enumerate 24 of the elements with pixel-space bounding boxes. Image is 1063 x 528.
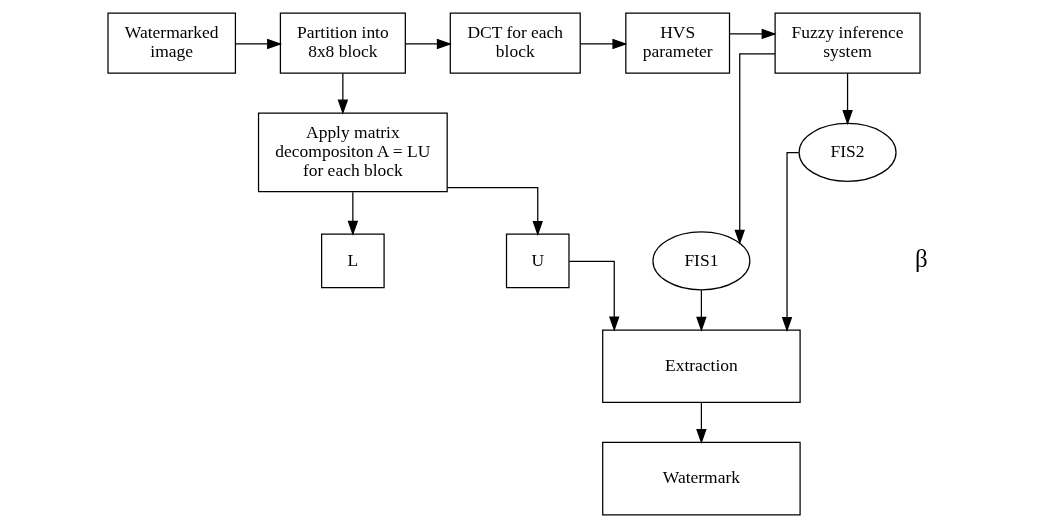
node-box: HVS parameter (625, 12, 731, 74)
arrow (446, 186, 543, 236)
arrow (234, 38, 283, 50)
arrow (347, 191, 359, 236)
node-box: U (505, 233, 570, 289)
arrow (404, 38, 452, 50)
arrow (728, 28, 777, 40)
arrow (579, 38, 628, 50)
node-box: Extraction (602, 329, 801, 404)
node-ellipse: FIS2 (798, 122, 897, 182)
arrow (842, 72, 853, 126)
node-box: Fuzzy inference system (774, 12, 921, 74)
node-box: DCT for each block (449, 12, 581, 74)
arrow (696, 402, 707, 445)
arrow (696, 289, 707, 332)
arrow (734, 53, 776, 245)
node-box: Watermarked image (107, 12, 237, 74)
arrow (568, 260, 620, 332)
node-box: L (321, 233, 385, 289)
label: β (914, 245, 928, 273)
node-box: Watermark (602, 441, 801, 516)
node-box: Apply matrix decompositon A = LU for each block (257, 112, 448, 193)
arrow (337, 72, 349, 115)
node-box: Partition into 8x8 block (279, 12, 406, 74)
